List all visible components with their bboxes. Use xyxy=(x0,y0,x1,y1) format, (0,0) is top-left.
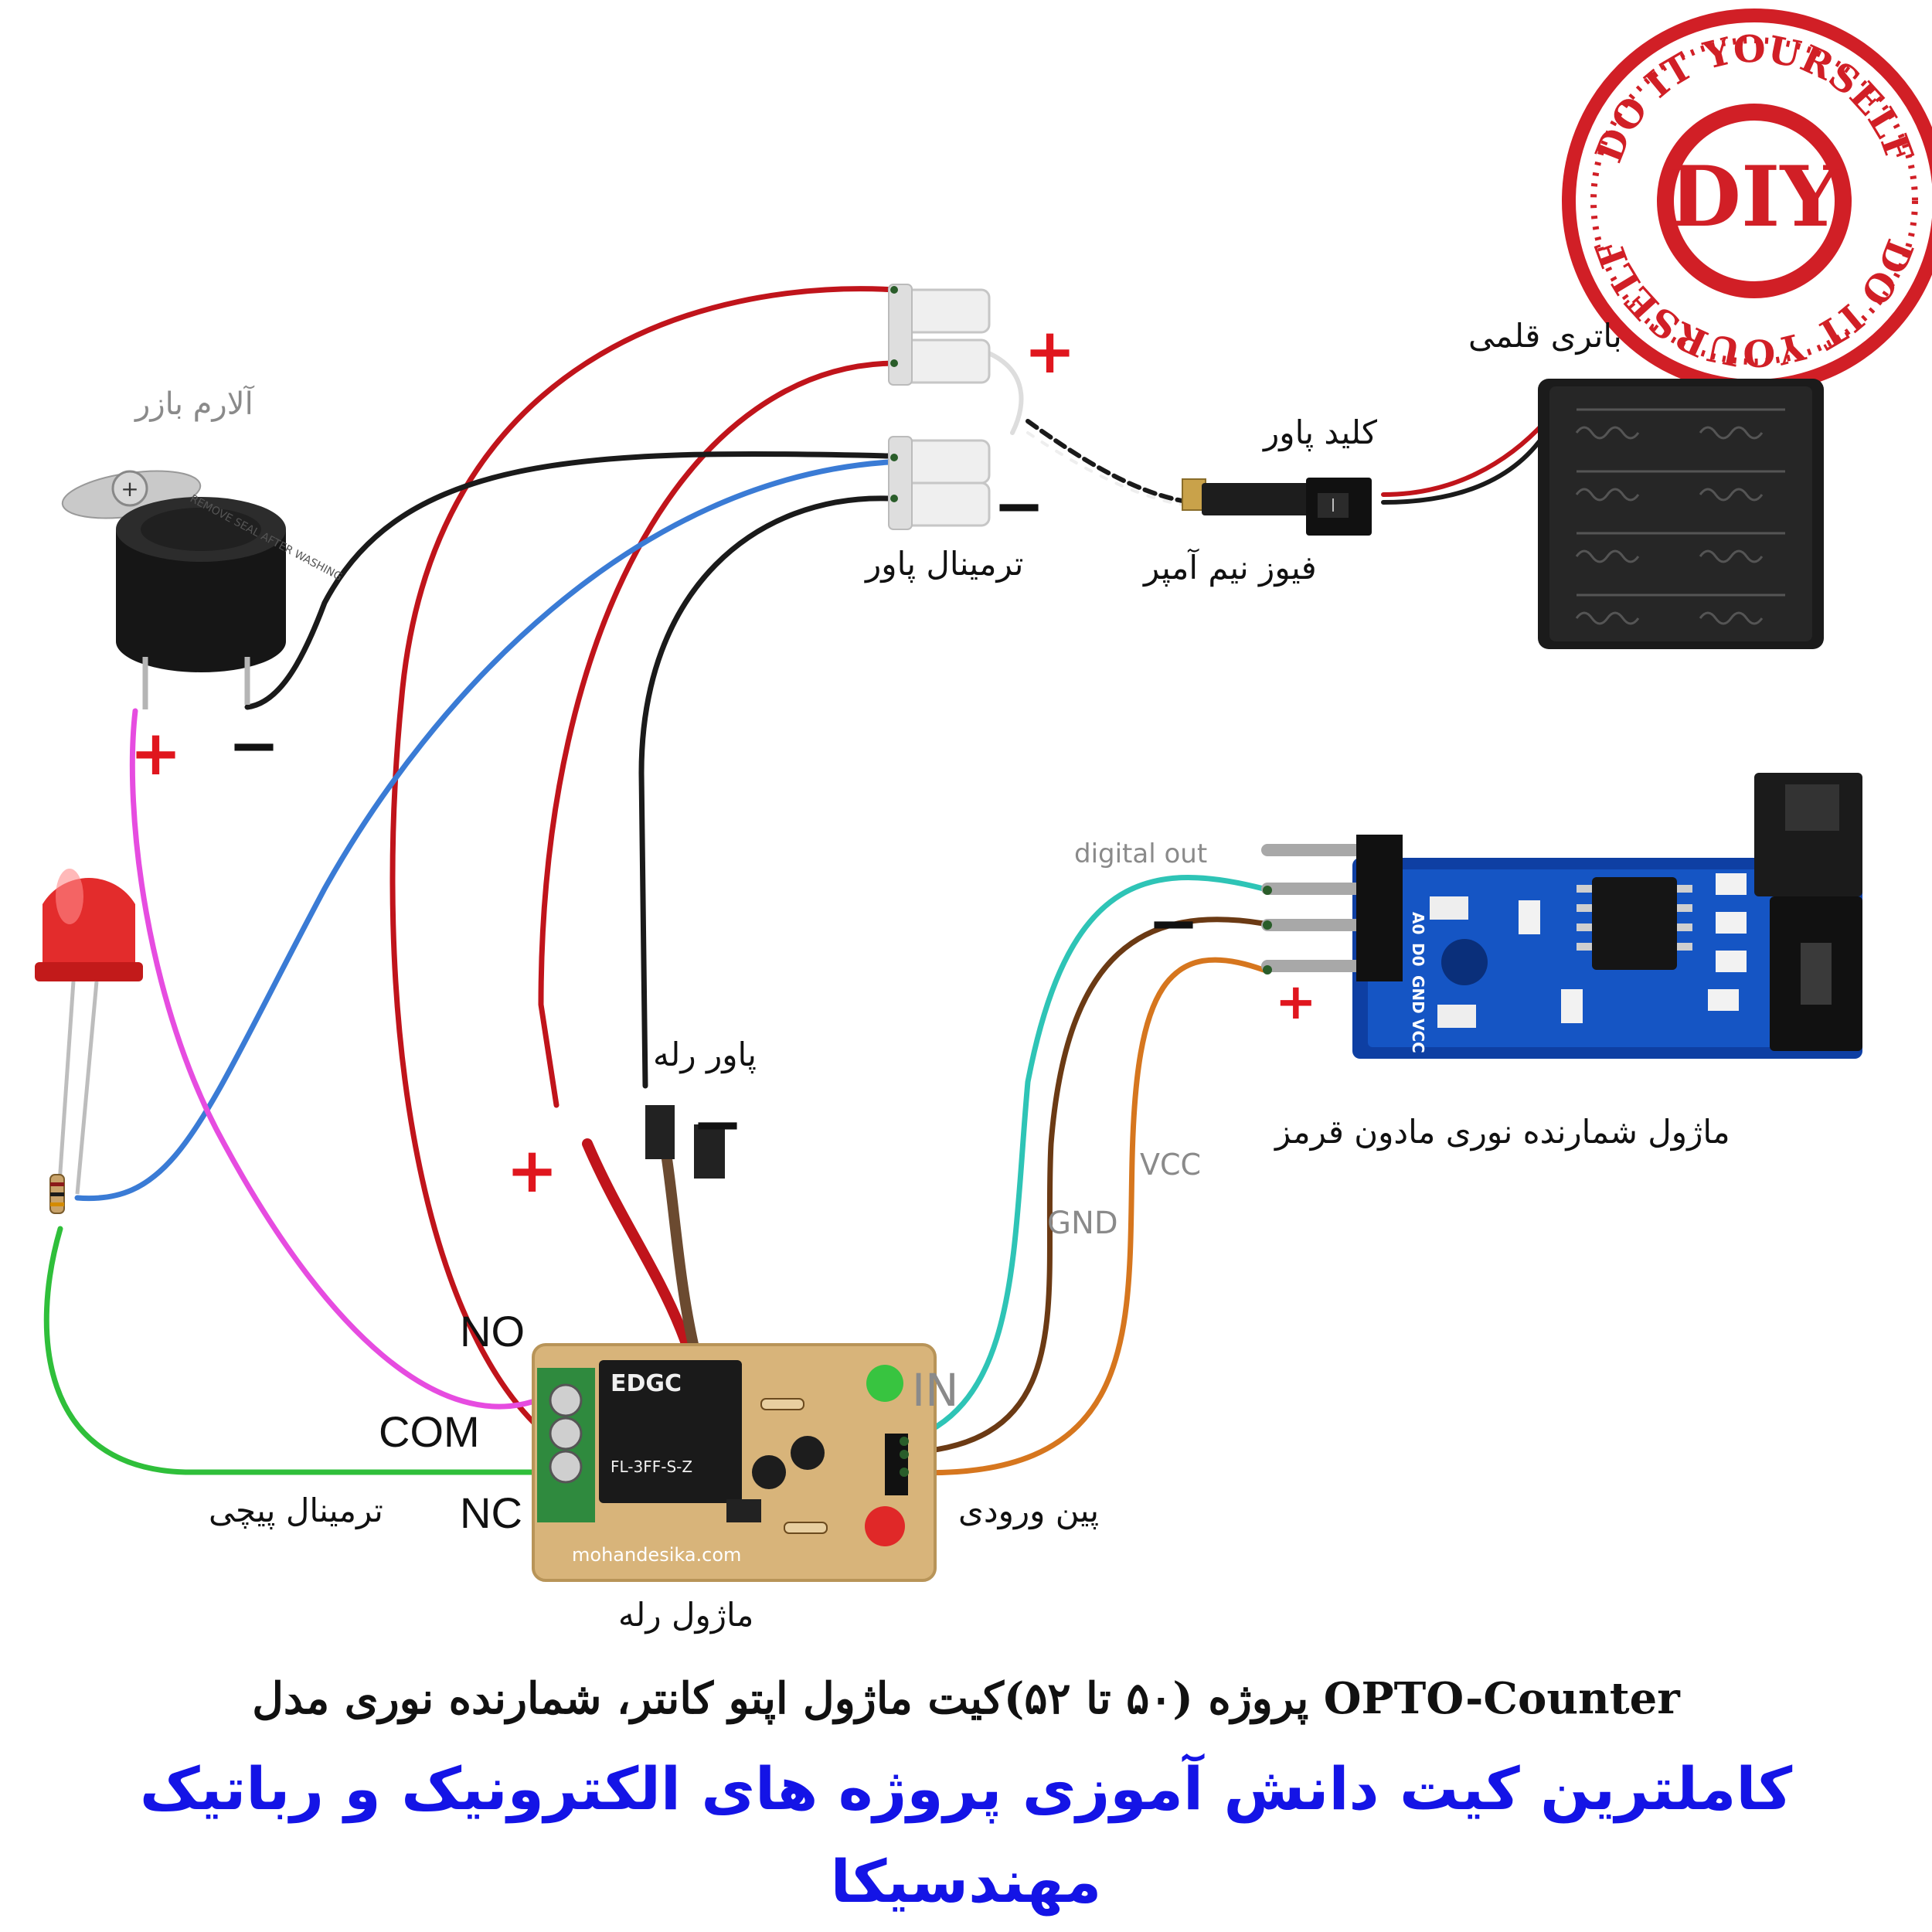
input-pin-label: پین ورودی xyxy=(958,1492,1100,1529)
black-wire-buzzer xyxy=(244,451,892,710)
power-terminal-plus xyxy=(888,284,991,386)
battery-holder xyxy=(1538,379,1824,649)
buzzer: + REMOVE SEAL AFTER WASHING xyxy=(61,470,344,709)
power-terminal-label: ترمینال پاور xyxy=(866,545,1024,583)
digital-out-label: digital out xyxy=(1074,838,1208,869)
brown-wire-gnd xyxy=(901,917,1267,1456)
svg-text:+: + xyxy=(121,476,138,502)
red-wire-plus xyxy=(538,360,900,1108)
relay-module: EDGC FL-3FF-S-Z mohandesika.com xyxy=(532,1105,937,1582)
pin-com-label: COM xyxy=(379,1407,480,1456)
wires xyxy=(43,286,1548,1520)
sensor-pin-a0: A0 xyxy=(1409,912,1427,934)
plus-sign-relay: + xyxy=(506,1134,559,1206)
pin-in-label: IN xyxy=(912,1364,959,1417)
gnd-label: GND xyxy=(1047,1206,1118,1241)
relay-model: FL-3FF-S-Z xyxy=(611,1458,692,1476)
relay-module-label: ماژول رله xyxy=(618,1596,754,1634)
project-title: پروژه (۵۰ تا ۵۲)کیت ماژول اپتو کانتر، شم… xyxy=(252,1673,1680,1724)
sensor-pin-vcc: VCC xyxy=(1409,1019,1427,1053)
minus-sign-power-terminal: − xyxy=(993,470,1046,542)
power-switch xyxy=(1202,478,1372,536)
pin-no-label: NO xyxy=(460,1307,525,1355)
red-wire-no xyxy=(389,286,900,1433)
battery-lead-black xyxy=(1381,430,1548,505)
green-wire-led xyxy=(43,1226,544,1475)
plus-sign-power-terminal: + xyxy=(1024,315,1077,387)
pin-nc-label: NC xyxy=(460,1488,522,1537)
buzzer-label: آلارم بازر xyxy=(135,386,253,422)
minus-sign-relay: − xyxy=(692,1088,744,1160)
minus-sign-sensor: − xyxy=(1148,887,1200,959)
relay-power-label: پاور رله xyxy=(653,1036,757,1073)
battery-label: باتری قلمی xyxy=(1468,317,1622,355)
kit-slogan: کاملترین کیت دانش آموزی پروژه های الکترو… xyxy=(139,1754,1793,1823)
battery-lead-red xyxy=(1381,419,1548,497)
twisted-wire-a xyxy=(1026,419,1192,505)
black-wire-relay xyxy=(638,495,892,1089)
magenta-wire-buzzer xyxy=(129,708,544,1410)
power-terminal-minus xyxy=(888,436,991,530)
red-led xyxy=(35,869,143,1214)
board-url: mohandesika.com xyxy=(572,1544,741,1566)
plus-sign-buzzer: + xyxy=(130,717,182,789)
screw-terminal-label: ترمینال پیچی xyxy=(209,1492,383,1529)
twisted-wire-b xyxy=(1026,431,1192,508)
power-switch-label: کلید پاور xyxy=(1264,413,1378,451)
badge-center: DIY xyxy=(1668,148,1841,246)
sensor-module-label: ماژول شمارنده نوری مادون قرمز xyxy=(1275,1113,1730,1151)
relay-brand: EDGC xyxy=(611,1370,682,1397)
brand-name: مهندسیکا xyxy=(830,1847,1102,1916)
blue-wire-led xyxy=(74,459,892,1202)
diy-badge: DO IT YOURSELF DO IT YOURSELF DIY xyxy=(1562,9,1932,393)
sensor-pin-gnd: GND xyxy=(1409,975,1427,1014)
sensor-pin-d0: D0 xyxy=(1409,943,1427,967)
fuse-label: فیوز نیم آمپر xyxy=(1144,549,1317,587)
vcc-label: VCC xyxy=(1140,1148,1202,1182)
cyan-wire-digital-out xyxy=(901,875,1267,1444)
minus-sign-buzzer: − xyxy=(228,709,281,781)
orange-wire-vcc xyxy=(901,957,1267,1476)
plus-sign-sensor: + xyxy=(1275,974,1317,1031)
ir-sensor-module: A0 D0 GND VCC xyxy=(1261,773,1862,1059)
